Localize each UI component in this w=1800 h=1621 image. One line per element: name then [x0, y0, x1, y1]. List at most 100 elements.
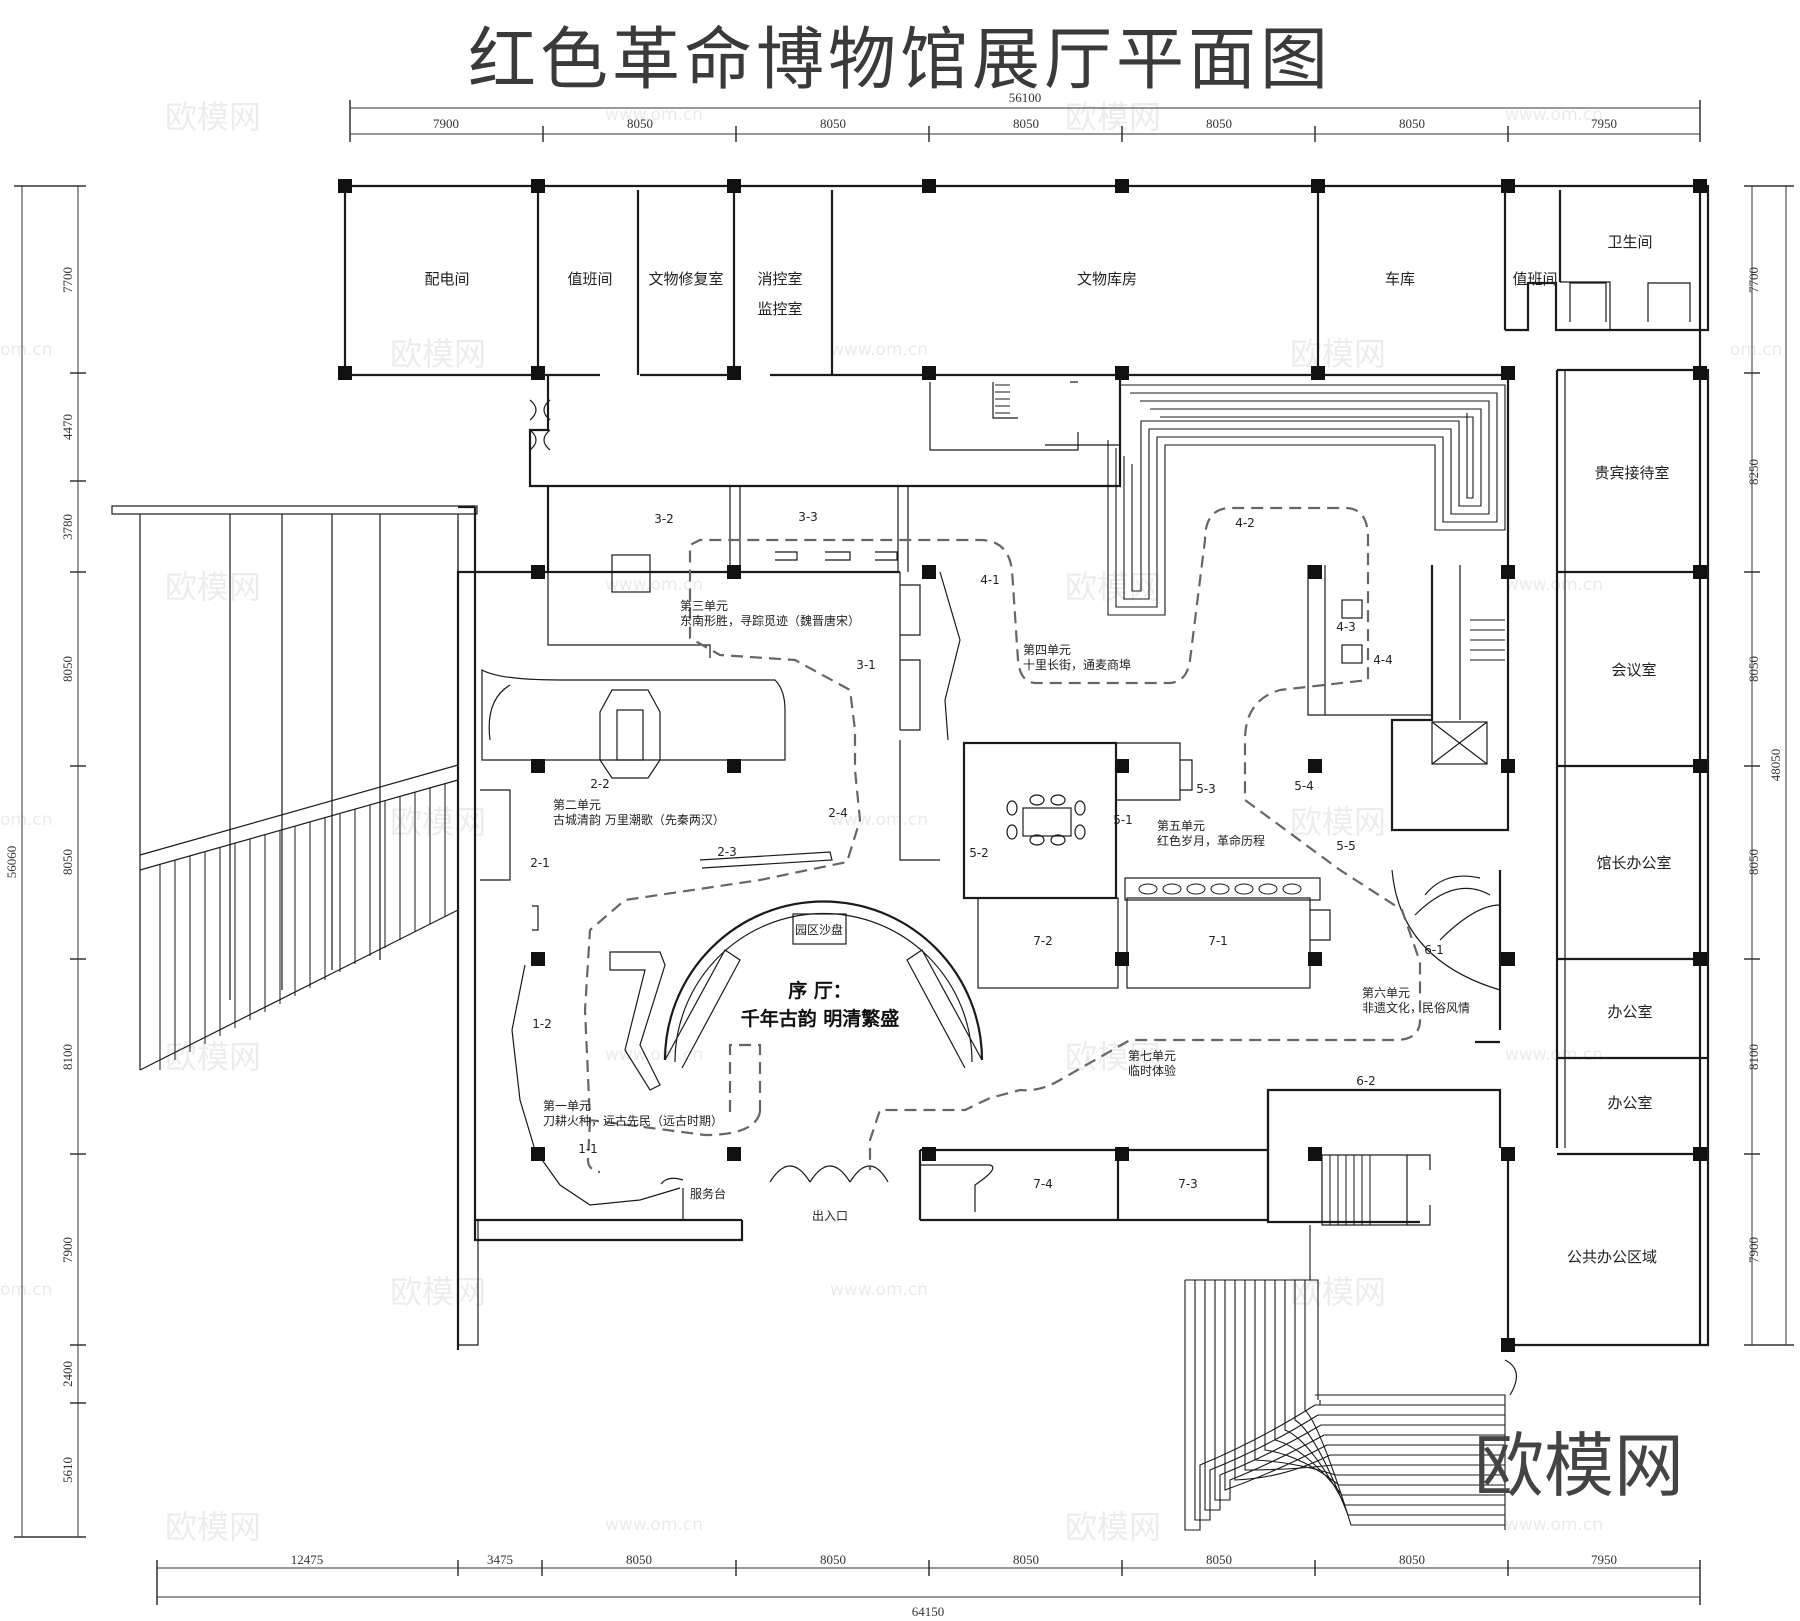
dim-left-segment: 7900	[60, 1237, 75, 1263]
dim-top-segment: 8050	[1206, 116, 1232, 131]
column	[727, 179, 741, 193]
watermark: 欧模网	[1065, 98, 1161, 136]
column	[531, 952, 545, 966]
zone-label: 2-3	[717, 845, 737, 859]
dim-left-segment: 8050	[60, 656, 75, 682]
unit-subtitle: 临时体验	[1128, 1063, 1176, 1078]
watermark: 欧模网	[1065, 568, 1161, 606]
dim-right-total: 48050	[1768, 749, 1783, 782]
zone-label: 2-4	[828, 806, 848, 820]
column	[531, 1147, 545, 1161]
column	[1693, 179, 1707, 193]
dim-bottom-segment: 3475	[487, 1552, 513, 1567]
dim-bottom-segment: 8050	[1206, 1552, 1232, 1567]
zone-label: 5-4	[1294, 779, 1314, 793]
column	[1501, 1147, 1515, 1161]
unit-title: 第四单元	[1023, 643, 1071, 657]
dim-bottom-segment: 8050	[820, 1552, 846, 1567]
zone-label: 2-2	[590, 777, 610, 791]
room-public-office: 公共办公区域	[1567, 1248, 1657, 1266]
zone-label: 3-2	[654, 512, 674, 526]
page-title: 红色革命博物馆展厅平面图	[467, 21, 1332, 100]
dim-bottom-segment: 12475	[291, 1552, 324, 1567]
watermark: 欧模网	[1065, 1508, 1161, 1546]
watermark-logo: 欧模网	[1474, 1425, 1684, 1507]
dim-top-segment: 7950	[1591, 116, 1617, 131]
column	[1308, 759, 1322, 773]
column	[922, 179, 936, 193]
column	[1311, 366, 1325, 380]
dim-right-segment: 8250	[1746, 459, 1761, 485]
column	[1501, 565, 1515, 579]
watermark: 欧模网	[165, 1038, 261, 1076]
zone-label: 5-5	[1336, 839, 1356, 853]
room-storage: 文物库房	[1077, 270, 1137, 288]
column	[1501, 179, 1515, 193]
column	[727, 366, 741, 380]
watermark: 欧模网	[1065, 1038, 1161, 1076]
column	[1308, 565, 1322, 579]
watermark: 欧模网	[165, 98, 261, 136]
dim-left-total: 56060	[4, 846, 19, 879]
watermark-url: www.om.cn	[1505, 575, 1603, 595]
column	[338, 179, 352, 193]
zone-label: 5-2	[969, 846, 989, 860]
unit-title: 第三单元	[680, 599, 728, 613]
watermark-url: www.om.cn	[830, 340, 928, 360]
column	[1693, 759, 1707, 773]
zone-label: 7-2	[1033, 934, 1053, 948]
zone-label: 7-3	[1178, 1177, 1198, 1191]
column	[531, 179, 545, 193]
watermark-url: om.cn	[0, 1280, 53, 1300]
column	[922, 565, 936, 579]
dim-top-segment: 8050	[1399, 116, 1425, 131]
dim-bottom-total: 64150	[912, 1604, 945, 1619]
room-office-2: 办公室	[1607, 1094, 1652, 1112]
unit-title: 第二单元	[553, 798, 601, 812]
dim-top-segment: 8050	[1013, 116, 1039, 131]
dim-left-segment: 8100	[60, 1044, 75, 1070]
watermark-url: www.om.cn	[605, 1045, 703, 1065]
zone-label: 4-3	[1336, 620, 1356, 634]
unit-subtitle: 红色岁月，革命历程	[1157, 833, 1265, 848]
column	[1115, 179, 1129, 193]
entrance-label: 出入口	[812, 1209, 848, 1223]
room-fire-control: 消控室	[757, 270, 802, 288]
column	[727, 759, 741, 773]
watermark-layer: 欧模网 欧模网 欧模网 欧模网 欧模网 欧模网 欧模网 欧模网 欧模网 欧模网 …	[0, 98, 1783, 1546]
unit-subtitle: 刀耕火种，远古先民（远古时期）	[543, 1113, 723, 1128]
column	[1501, 759, 1515, 773]
zone-label: 5-3	[1196, 782, 1216, 796]
zone-label: 3-1	[856, 658, 876, 672]
column	[1501, 952, 1515, 966]
dim-right-segment: 8050	[1746, 849, 1761, 875]
watermark-url: www.om.cn	[605, 105, 703, 125]
structural-columns	[338, 179, 1707, 1352]
column	[531, 759, 545, 773]
column	[922, 366, 936, 380]
column	[1693, 366, 1707, 380]
unit-title: 第七单元	[1128, 1049, 1176, 1063]
watermark-url: www.om.cn	[1505, 105, 1603, 125]
dim-bottom-segment: 8050	[1013, 1552, 1039, 1567]
unit-title: 第一单元	[543, 1099, 591, 1113]
column	[922, 1147, 936, 1161]
watermark-url: www.om.cn	[1505, 1045, 1603, 1065]
column	[1115, 1147, 1129, 1161]
zone-label: 1-2	[532, 1017, 552, 1031]
watermark-url: om.cn	[0, 810, 53, 830]
column	[1311, 179, 1325, 193]
unit-title: 第六单元	[1362, 986, 1410, 1000]
dim-bottom-segment: 8050	[1399, 1552, 1425, 1567]
dim-left-segment: 4470	[60, 414, 75, 440]
dim-right-segment: 7900	[1746, 1237, 1761, 1263]
watermark: 欧模网	[1290, 1273, 1386, 1311]
dim-bottom-segment: 7950	[1591, 1552, 1617, 1567]
column	[1501, 1338, 1515, 1352]
column	[1308, 952, 1322, 966]
sand-table-label: 园区沙盘	[795, 922, 843, 937]
room-office-1: 办公室	[1607, 1003, 1652, 1021]
